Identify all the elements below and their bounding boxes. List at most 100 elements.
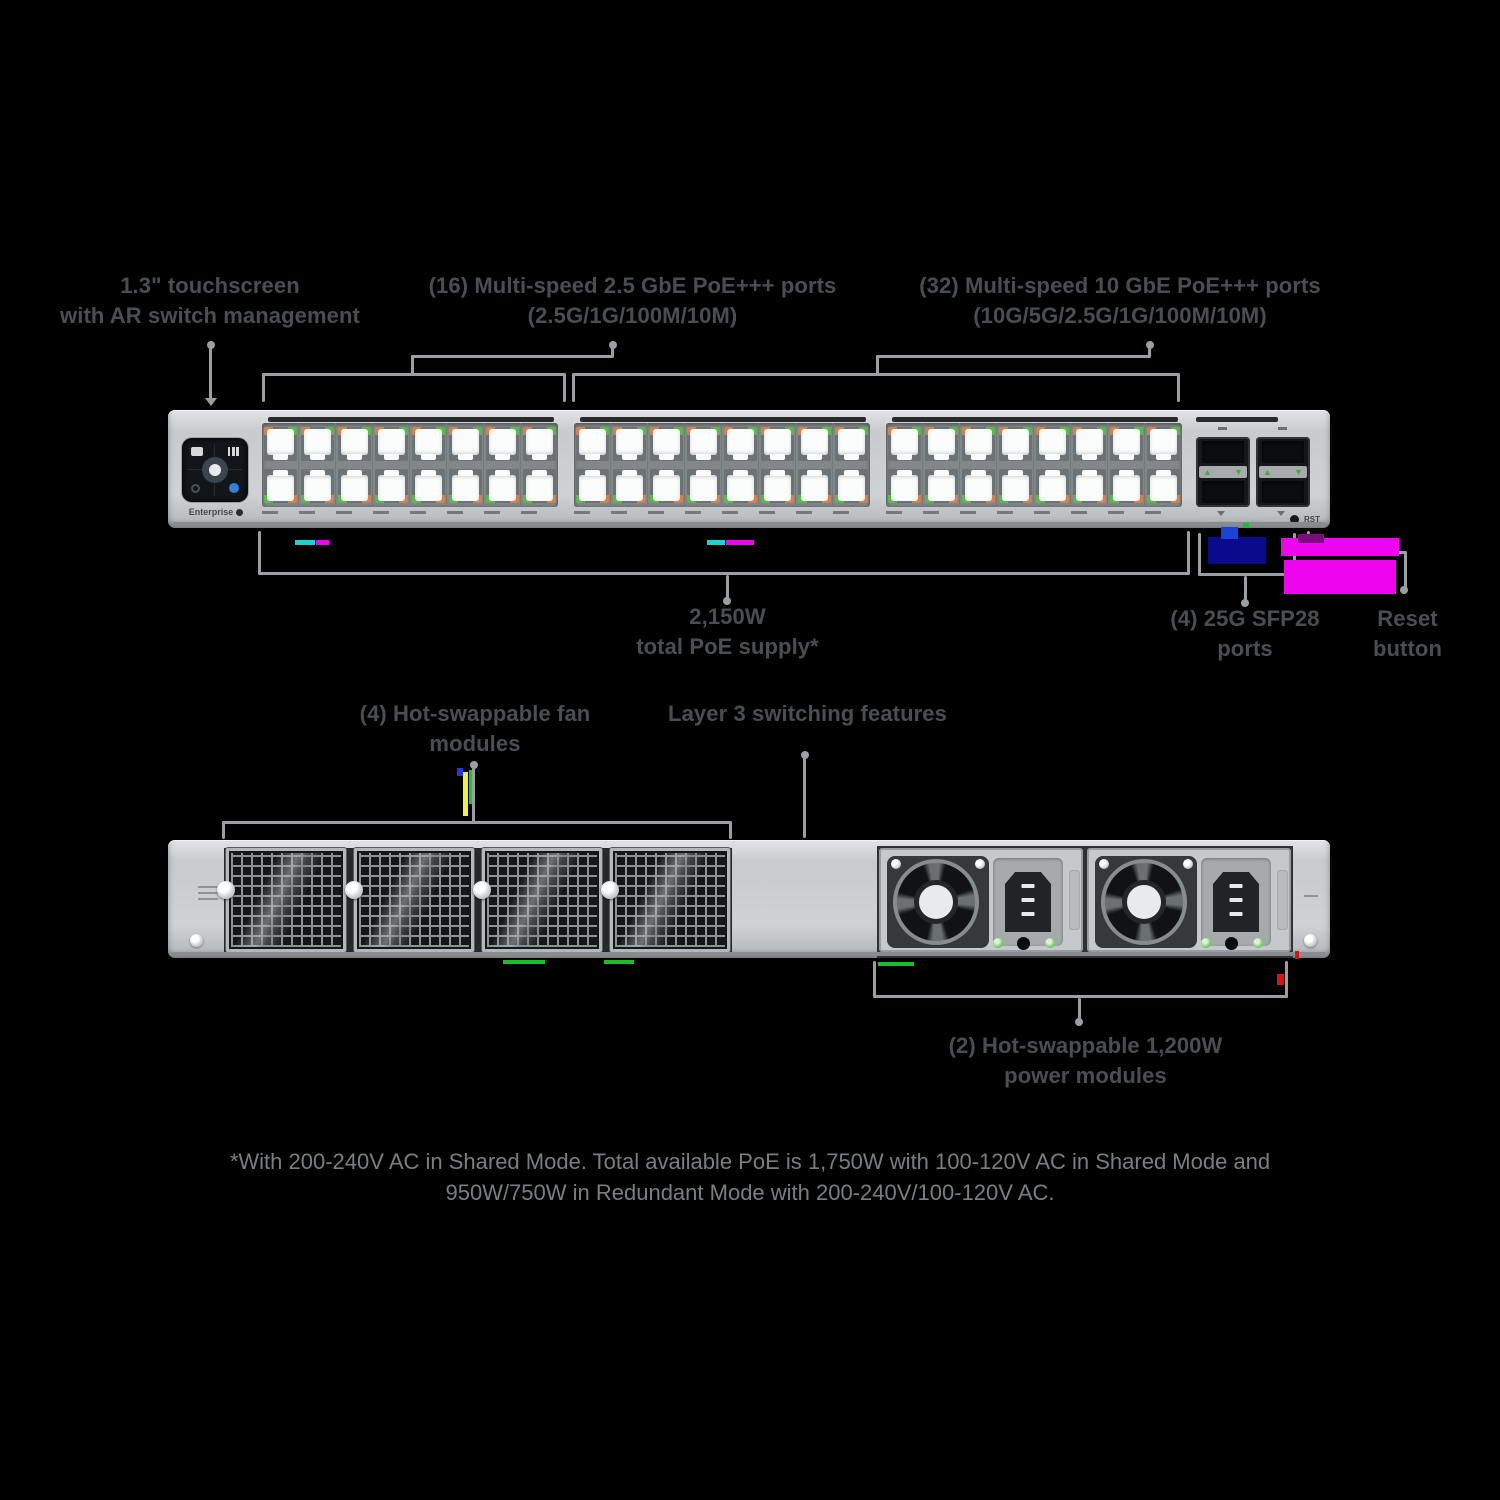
psu-status-led: [993, 938, 1003, 948]
rj45-port[interactable]: [998, 427, 1032, 461]
rj45-port[interactable]: [649, 427, 683, 461]
rj45-port[interactable]: [1072, 427, 1106, 461]
rj45-port[interactable]: [411, 469, 445, 503]
callout-line: [209, 348, 212, 400]
rj45-port[interactable]: [374, 469, 408, 503]
glitch-artifact: [707, 540, 725, 545]
psu-screw: [1099, 859, 1109, 869]
rj45-port[interactable]: [523, 469, 556, 503]
psu-status-led: [1201, 938, 1211, 948]
sfp-port[interactable]: [1202, 441, 1244, 463]
power-inlet[interactable]: [1201, 858, 1271, 946]
reset-button[interactable]: [1290, 515, 1299, 524]
rj45-port[interactable]: [300, 469, 334, 503]
rj45-port[interactable]: [797, 469, 831, 503]
rj45-port[interactable]: [924, 469, 958, 503]
rj45-port[interactable]: [374, 427, 408, 461]
rj45-port[interactable]: [448, 469, 482, 503]
port-jack: [1001, 475, 1029, 501]
port-jack: [927, 475, 955, 501]
sfp-label-mark: [1200, 518, 1248, 521]
sfp-arrow-down-icon: ▼: [1234, 467, 1243, 477]
psu-release-button[interactable]: [1225, 937, 1238, 950]
rj45-port[interactable]: [411, 427, 445, 461]
rj45-port[interactable]: [887, 427, 921, 461]
rj45-port[interactable]: [448, 427, 482, 461]
inlet-pin: [1229, 884, 1243, 888]
rj45-port[interactable]: [835, 427, 868, 461]
rj45-port[interactable]: [485, 427, 519, 461]
rj45-port[interactable]: [760, 469, 794, 503]
rj45-port[interactable]: [835, 469, 868, 503]
port-number-labels: [574, 511, 870, 514]
rj45-port[interactable]: [961, 469, 995, 503]
rj45-port[interactable]: [485, 469, 519, 503]
rear-spec-text: [198, 886, 218, 888]
thumb-screw[interactable]: [473, 881, 491, 899]
touchscreen-display[interactable]: [182, 438, 248, 502]
rj45-port[interactable]: [263, 427, 297, 461]
thumb-screw[interactable]: [345, 881, 363, 899]
rj45-port[interactable]: [575, 427, 609, 461]
poe-callout-label: 2,150W total PoE supply*: [555, 602, 900, 662]
port-column: [923, 423, 960, 507]
callout-bracket-bar: [572, 373, 1180, 376]
rj45-port[interactable]: [723, 427, 757, 461]
rj45-port[interactable]: [263, 469, 297, 503]
power-inlet[interactable]: [993, 858, 1063, 946]
rj45-port[interactable]: [686, 469, 720, 503]
rj45-port[interactable]: [523, 427, 556, 461]
rj45-port[interactable]: [1035, 427, 1069, 461]
port-jack: [964, 429, 992, 460]
glitch-artifact: [726, 540, 754, 545]
rj45-port[interactable]: [337, 427, 371, 461]
sfp28-cage[interactable]: ▲ ▼: [1256, 437, 1310, 507]
rj45-port[interactable]: [723, 469, 757, 503]
rj45-port[interactable]: [337, 469, 371, 503]
rj45-port[interactable]: [612, 427, 646, 461]
rj45-port[interactable]: [1109, 427, 1143, 461]
rj45-port[interactable]: [612, 469, 646, 503]
port-jack: [763, 475, 791, 501]
rj45-port[interactable]: [649, 469, 683, 503]
fan-module: [345, 848, 474, 952]
vent-slot: [1196, 417, 1278, 422]
rj45-port[interactable]: [686, 427, 720, 461]
sfp-port[interactable]: [1262, 441, 1304, 463]
sfp-arrow-down-icon: ▼: [1294, 467, 1303, 477]
port-column: [648, 423, 685, 507]
callout-line: [472, 768, 475, 824]
sfp28-cage[interactable]: ▲ ▼: [1196, 437, 1250, 507]
thumb-screw[interactable]: [217, 881, 235, 899]
rj45-port[interactable]: [575, 469, 609, 503]
port-jack: [1001, 429, 1029, 460]
callout-bracket-end: [222, 821, 225, 839]
psu-latch-handle[interactable]: [1069, 870, 1080, 930]
reset-callout-label: Reset button: [1330, 604, 1485, 664]
port-jack: [578, 475, 606, 501]
rj45-port[interactable]: [1072, 469, 1106, 503]
rj45-port[interactable]: [887, 469, 921, 503]
port-column: [521, 423, 558, 507]
psu-latch-handle[interactable]: [1277, 870, 1288, 930]
rj45-port[interactable]: [924, 427, 958, 461]
rj45-port[interactable]: [998, 469, 1032, 503]
rj45-port[interactable]: [760, 427, 794, 461]
callout-dot: [470, 761, 478, 769]
thumb-screw[interactable]: [601, 881, 619, 899]
sfp-port[interactable]: [1262, 481, 1304, 503]
psu-release-button[interactable]: [1017, 937, 1030, 950]
rj45-port[interactable]: [1147, 427, 1180, 461]
rj45-port[interactable]: [1109, 469, 1143, 503]
sfp-port[interactable]: [1202, 481, 1244, 503]
rj45-port[interactable]: [1147, 469, 1180, 503]
port-column: [410, 423, 447, 507]
port-jack: [1112, 475, 1140, 501]
rj45-port[interactable]: [961, 427, 995, 461]
rj45-port[interactable]: [1035, 469, 1069, 503]
callout-line: [726, 575, 729, 599]
label-line: 1.3" touchscreen: [120, 273, 300, 298]
fan-bay: [217, 848, 732, 952]
rj45-port[interactable]: [797, 427, 831, 461]
rj45-port[interactable]: [300, 427, 334, 461]
